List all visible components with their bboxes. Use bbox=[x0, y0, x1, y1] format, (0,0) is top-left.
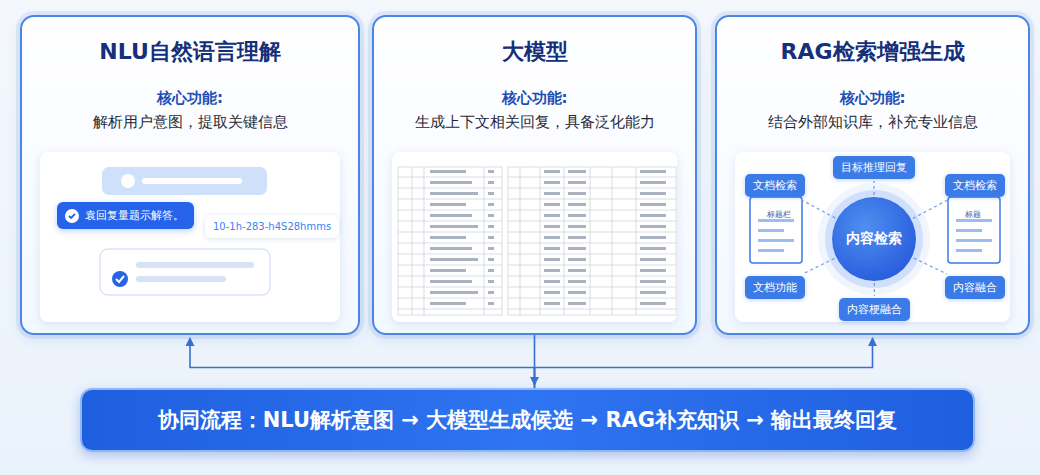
module-panel: RAG检索增强生成核心功能:结合外部知识库，补充专业信息目标推理回复文档检索文档… bbox=[715, 15, 1030, 335]
panel-title: NLU自然语言理解 bbox=[22, 37, 358, 67]
connector bbox=[913, 199, 950, 218]
check-dot bbox=[112, 271, 128, 287]
connector bbox=[874, 283, 875, 296]
function-heading: 核心功能: bbox=[717, 89, 1028, 108]
node-text: 文档功能 bbox=[753, 281, 797, 294]
check-icon bbox=[65, 209, 79, 223]
node-text: 文档检索 bbox=[953, 179, 997, 192]
flow-band: 协同流程：NLU解析意图 → 大模型生成候选 → RAG补充知识 → 输出最终回… bbox=[80, 388, 975, 452]
node-text: 10-1h-283-h4S28hmms bbox=[213, 221, 331, 232]
function-heading: 核心功能: bbox=[22, 89, 358, 108]
chat-bubble: 10-1h-283-h4S28hmms bbox=[205, 215, 339, 238]
doc-line bbox=[956, 239, 992, 242]
doc-line bbox=[956, 219, 992, 222]
node-text: 内容融合 bbox=[953, 281, 997, 294]
function-heading: 核心功能: bbox=[374, 89, 695, 108]
connector bbox=[873, 181, 874, 195]
tag-box: 文档检索 bbox=[945, 174, 1005, 197]
connector bbox=[535, 338, 873, 388]
table-grid bbox=[398, 167, 676, 315]
function-text: 解析用户意图，提取关键信息 bbox=[22, 113, 358, 132]
core-circle: 内容检索 bbox=[832, 197, 916, 281]
doc-line bbox=[956, 249, 982, 252]
text-line bbox=[136, 276, 226, 282]
doc-line bbox=[758, 229, 784, 232]
table-text-strokes bbox=[430, 170, 666, 305]
module-panel: NLU自然语言理解核心功能: 解析用户意图，提取关键信息袁回复量题示解答。 10-1… bbox=[20, 15, 360, 335]
check-mark bbox=[116, 276, 124, 282]
panel-title: RAG检索增强生成 bbox=[717, 37, 1028, 67]
panel-title: 大模型 bbox=[374, 37, 695, 67]
text-line bbox=[136, 262, 254, 268]
node-text: 袁回复量题示解答。 bbox=[85, 209, 184, 222]
function-text: 结合外部知识库，补充专业信息 bbox=[717, 113, 1028, 132]
text-line bbox=[142, 178, 242, 184]
avatar-dot bbox=[121, 174, 135, 188]
connector bbox=[800, 199, 835, 218]
node-text: 内容梗融合 bbox=[847, 303, 902, 316]
chat-bubble bbox=[102, 167, 267, 195]
tag-box: 目标推理回复 bbox=[833, 156, 915, 179]
document-icon bbox=[750, 197, 802, 263]
connector bbox=[534, 335, 536, 385]
doc-title-label: 标题栏 bbox=[767, 209, 791, 220]
doc-line bbox=[758, 219, 794, 222]
node-text: 文档检索 bbox=[753, 179, 797, 192]
flow-text: 协同流程：NLU解析意图 → 大模型生成候选 → RAG补充知识 → 输出最终回… bbox=[158, 406, 898, 434]
chat-illustration bbox=[22, 17, 358, 333]
function-text: 生成上下文相关回复，具备泛化能力 bbox=[374, 113, 695, 132]
doc-line bbox=[956, 229, 982, 232]
connector bbox=[190, 338, 535, 388]
tag-box: 文档检索 bbox=[745, 174, 805, 197]
node-text: 内容检索 bbox=[846, 230, 902, 248]
tag-box: 内容融合 bbox=[945, 276, 1005, 299]
doc-title-label: 标题 bbox=[965, 209, 981, 220]
table-illustration bbox=[374, 17, 695, 333]
tag-box: 内容梗融合 bbox=[839, 298, 910, 321]
module-panel: 大模型核心功能: 生成上下文相关回复，具备泛化能力 bbox=[372, 15, 697, 335]
doc-line bbox=[758, 239, 794, 242]
document-icon bbox=[948, 197, 1000, 263]
connector bbox=[803, 258, 835, 274]
doc-line bbox=[758, 249, 784, 252]
chat-bubble: 袁回复量题示解答。 bbox=[57, 202, 194, 229]
tag-box: 文档功能 bbox=[745, 276, 805, 299]
node-text: 目标推理回复 bbox=[841, 161, 907, 174]
chat-bubble bbox=[100, 249, 270, 295]
connector bbox=[914, 258, 947, 274]
